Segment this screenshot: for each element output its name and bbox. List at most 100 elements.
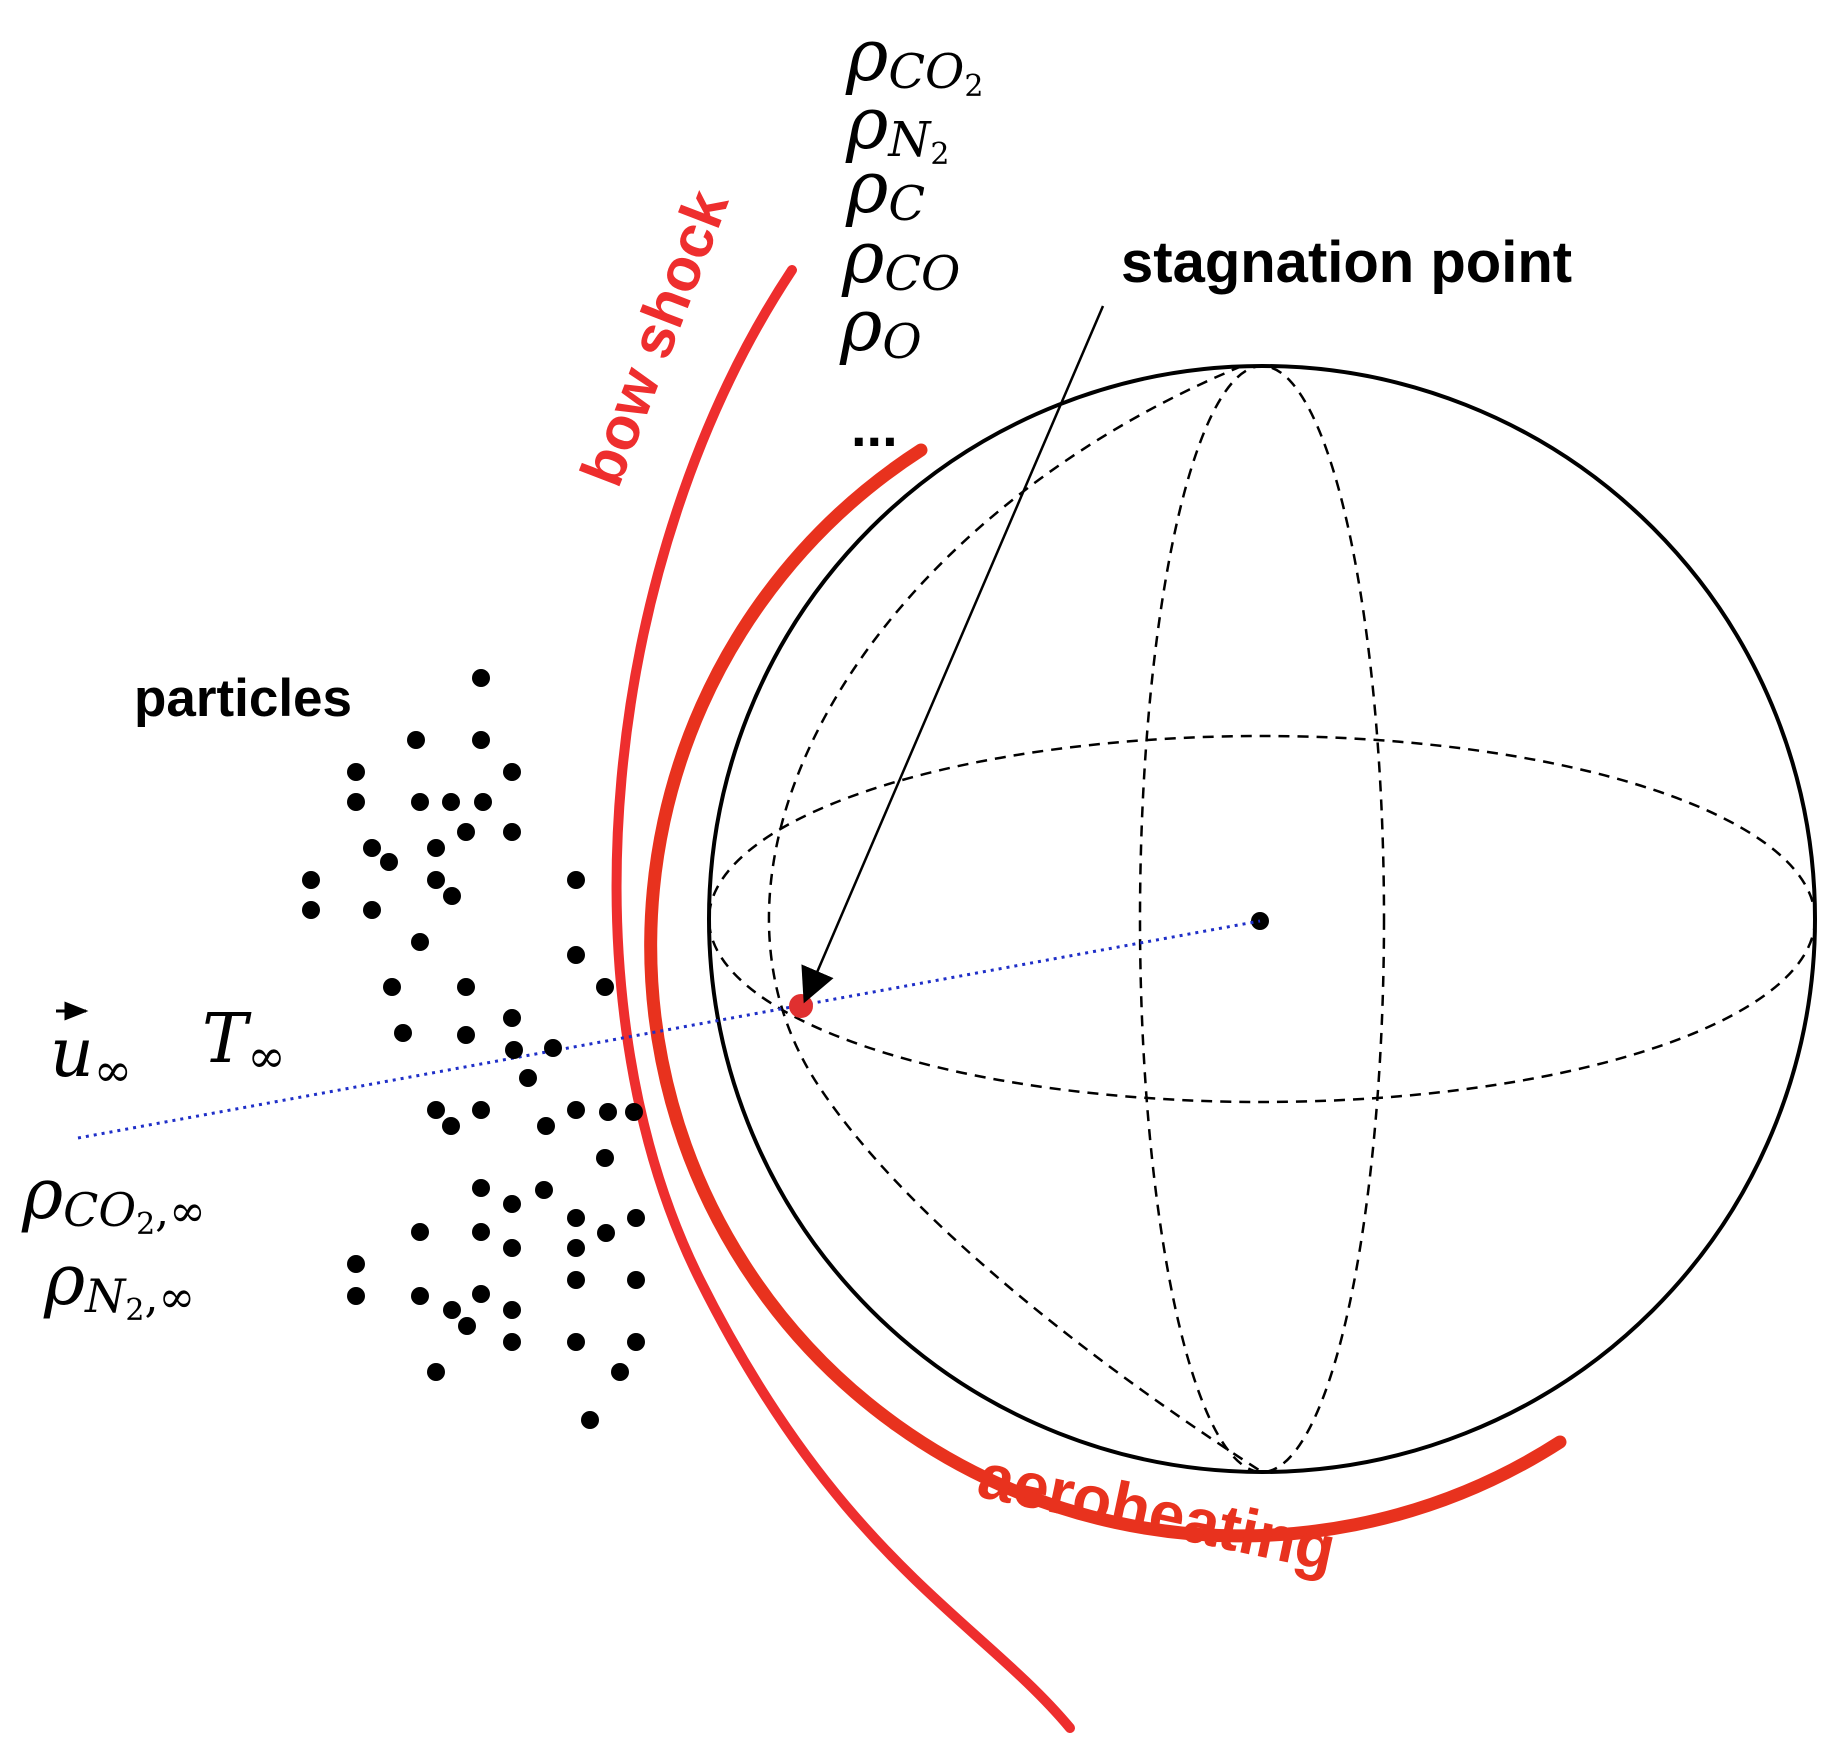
particle-dot bbox=[458, 1317, 476, 1335]
freestream-flow-line bbox=[77, 919, 1261, 1140]
particle-dot bbox=[411, 793, 429, 811]
species-c-sub: C bbox=[888, 176, 925, 232]
particle-dot bbox=[472, 669, 490, 687]
particle-dot bbox=[503, 823, 521, 841]
density-n2-symbol: ρ bbox=[43, 1239, 85, 1321]
freestream-temperature: T∞ bbox=[202, 1000, 286, 1083]
particle-dot bbox=[363, 901, 381, 919]
particle-dot bbox=[597, 1224, 615, 1242]
particle-dot bbox=[363, 839, 381, 857]
aeroheating-arc bbox=[644, 443, 1567, 1543]
density-co2-sub: CO bbox=[63, 1183, 136, 1237]
particle-dot bbox=[427, 871, 445, 889]
particle-dot bbox=[567, 946, 585, 964]
particle-dot bbox=[627, 1333, 645, 1351]
particle-dot bbox=[411, 933, 429, 951]
species-o-symbol: ρ bbox=[839, 283, 882, 367]
particle-dot bbox=[427, 1363, 445, 1381]
species-n2-sub2: 2 bbox=[930, 137, 949, 172]
particle-dot bbox=[599, 1103, 617, 1121]
species-co2-symbol: ρ bbox=[845, 13, 888, 97]
density-co2-symbol: ρ bbox=[21, 1153, 63, 1235]
particle-dot bbox=[519, 1069, 537, 1087]
particle-dot bbox=[443, 887, 461, 905]
particle-dot bbox=[567, 1239, 585, 1257]
particle-dot bbox=[427, 1101, 445, 1119]
particle-dot bbox=[581, 1411, 599, 1429]
particle-dot bbox=[472, 1223, 490, 1241]
species-co2-sub: CO bbox=[888, 44, 964, 100]
particle-dot bbox=[596, 978, 614, 996]
species-co2-sub2: 2 bbox=[964, 69, 983, 104]
particle-dot bbox=[567, 1101, 585, 1119]
particles-label: particles bbox=[134, 669, 352, 728]
density-n2-sub: N bbox=[84, 1269, 127, 1323]
sphere bbox=[707, 364, 1817, 1474]
sphere-equator bbox=[707, 734, 1817, 1104]
species-c: ρC bbox=[845, 145, 925, 232]
particle-dot bbox=[347, 1255, 365, 1273]
species-n2: ρN2 bbox=[845, 81, 949, 172]
particle-dot bbox=[472, 1101, 490, 1119]
particle-dot bbox=[472, 1285, 490, 1303]
particle-dot bbox=[383, 978, 401, 996]
particle-dot bbox=[474, 793, 492, 811]
particle-dot bbox=[457, 978, 475, 996]
particle-dot bbox=[457, 1026, 475, 1044]
particle-dot bbox=[503, 1333, 521, 1351]
particle-dot bbox=[537, 1117, 555, 1135]
particle-dot bbox=[503, 763, 521, 781]
particle-dot bbox=[442, 1117, 460, 1135]
particle-dot bbox=[544, 1039, 562, 1057]
particle-dot bbox=[302, 871, 320, 889]
freestream-density-n2: ρN2,∞ bbox=[43, 1239, 195, 1328]
density-co2-sub2: 2 bbox=[136, 1207, 155, 1242]
particle-dot bbox=[503, 1195, 521, 1213]
species-o-sub: O bbox=[882, 314, 921, 370]
velocity-symbol: u bbox=[50, 1014, 94, 1093]
density-n2-sub3: ,∞ bbox=[145, 1272, 196, 1323]
species-ellipsis: ... bbox=[851, 395, 898, 458]
particle-dot bbox=[347, 793, 365, 811]
particle-dot bbox=[627, 1209, 645, 1227]
species-co-sub: CO bbox=[884, 246, 960, 302]
particle-dot bbox=[596, 1149, 614, 1167]
species-c-symbol: ρ bbox=[845, 145, 888, 229]
freestream-conditions: u∞ T∞ ρCO2,∞ ρN2,∞ bbox=[21, 1000, 286, 1328]
bow-shock-curve bbox=[611, 265, 1075, 1733]
bow-shock-label: bow shock bbox=[568, 181, 742, 495]
temperature-symbol: T bbox=[202, 1000, 252, 1079]
particle-dot bbox=[505, 1041, 523, 1059]
sphere-meridian-center bbox=[1138, 364, 1386, 1474]
particle-dot bbox=[625, 1103, 643, 1121]
particle-dot bbox=[394, 1024, 412, 1042]
stagnation-pointer-arrow bbox=[801, 305, 1105, 1004]
particle-dot bbox=[442, 793, 460, 811]
species-co: ρCO bbox=[841, 215, 960, 302]
particle-dot bbox=[472, 1179, 490, 1197]
particle-dot bbox=[380, 853, 398, 871]
particle-dot bbox=[503, 1301, 521, 1319]
density-n2-sub2: 2 bbox=[125, 1293, 144, 1328]
particle-dot bbox=[567, 1271, 585, 1289]
stagnation-point-marker bbox=[789, 994, 813, 1018]
particle-dot bbox=[407, 731, 425, 749]
species-n2-symbol: ρ bbox=[845, 81, 888, 165]
particle-dot bbox=[302, 901, 320, 919]
freestream-velocity: u∞ bbox=[50, 1014, 132, 1097]
particle-dot bbox=[503, 1239, 521, 1257]
sphere-meridian-left bbox=[767, 364, 1263, 1474]
particle-dot bbox=[627, 1271, 645, 1289]
stagnation-point-label: stagnation point bbox=[1121, 230, 1572, 295]
particle-dot bbox=[503, 1009, 521, 1027]
particle-dot bbox=[427, 839, 445, 857]
freestream-density-co2: ρCO2,∞ bbox=[21, 1153, 206, 1242]
species-co-symbol: ρ bbox=[841, 215, 884, 299]
particle-dot bbox=[611, 1363, 629, 1381]
particle-dot bbox=[567, 1209, 585, 1227]
particle-dot bbox=[411, 1223, 429, 1241]
particle-dot bbox=[443, 1301, 461, 1319]
particle-dot bbox=[457, 823, 475, 841]
particle-dot bbox=[567, 871, 585, 889]
